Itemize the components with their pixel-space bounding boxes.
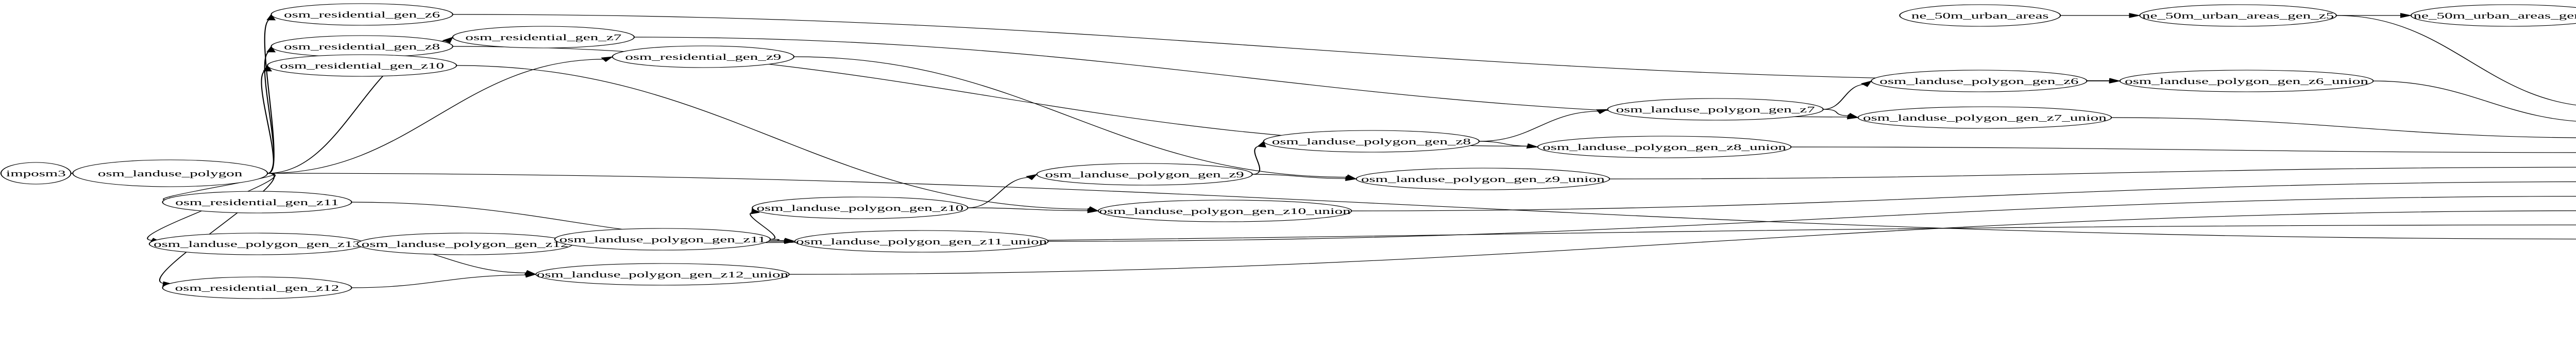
graph-edge (1351, 181, 2576, 211)
graph-edge (2373, 80, 2576, 122)
edge-arrowhead-icon (783, 238, 796, 243)
edge-arrowhead-icon (1860, 80, 1872, 87)
graph-edge (968, 207, 1090, 211)
graph-node-ne-50m-urban-areas-gen-z5[interactable]: ne_50m_urban_areas_gen_z5 (2139, 4, 2337, 27)
graph-node-osm-landuse-polygon[interactable]: osm_landuse_polygon (72, 159, 268, 187)
graph-node-osm-residential-gen-z12[interactable]: osm_residential_gen_z12 (162, 276, 352, 299)
edge-arrowhead-icon (1025, 174, 1038, 180)
graph-node-ne-50m-urban-areas[interactable]: ne_50m_urban_areas (1899, 4, 2061, 27)
edge-arrowhead-icon (266, 46, 276, 53)
graph-edge (1479, 141, 1530, 147)
graph-edge (1823, 84, 1866, 110)
graph-node-osm-landuse-polygon-gen-z10-union[interactable]: osm_landuse_polygon_gen_z10_union (1097, 200, 1352, 222)
graph-edge (2111, 117, 2576, 138)
graph-edge (2336, 15, 2576, 106)
graph-edge (1048, 195, 2576, 242)
graph-edge (1823, 109, 1851, 117)
graph-node-osm-landuse-polygon-gen-z9[interactable]: osm_landuse_polygon_gen_z9 (1036, 163, 1253, 186)
graph-node-osm-landuse-polygon-gen-z13[interactable]: osm_landuse_polygon_gen_z13 (148, 233, 366, 255)
graph-edge (789, 210, 2576, 275)
graph-edge (1252, 174, 1348, 179)
graph-edge (968, 177, 1031, 208)
graph-edge (793, 56, 1349, 178)
graph-node-osm-landuse-polygon-gen-z7-union[interactable]: osm_landuse_polygon_gen_z7_union (1857, 106, 2112, 129)
graph-edge (1479, 111, 1600, 142)
graph-node-osm-landuse-polygon-gen-z8[interactable]: osm_landuse_polygon_gen_z8 (1263, 130, 1480, 153)
graph-edge (1252, 145, 1262, 175)
graph-node-osm-landuse-polygon-gen-z6[interactable]: osm_landuse_polygon_gen_z6 (1871, 70, 2088, 92)
graph-edge (351, 274, 528, 288)
graph-node-osm-landuse-polygon-gen-z9-union[interactable]: osm_landuse_polygon_gen_z9_union (1355, 168, 1611, 190)
graph-node-osm-residential-gen-z6[interactable]: osm_residential_gen_z6 (270, 3, 453, 26)
edge-arrowhead-icon (1526, 143, 1539, 149)
graph-edge (261, 70, 274, 174)
graph-node-osm-residential-gen-z11[interactable]: osm_residential_gen_z11 (162, 191, 352, 213)
graph-edge (267, 59, 605, 174)
graph-edge (159, 173, 275, 284)
edge-arrowhead-icon (1257, 141, 1266, 148)
graph-edge (452, 14, 2112, 81)
graph-node-osm-landuse-polygon-gen-z11-union[interactable]: osm_landuse_polygon_gen_z11_union (794, 230, 1049, 253)
graph-node-osm-landuse-polygon-gen-z8-union[interactable]: osm_landuse_polygon_gen_z8_union (1537, 136, 1792, 158)
graph-node-osm-landuse-polygon-gen-z7[interactable]: osm_landuse_polygon_gen_z7 (1607, 98, 1824, 121)
edge-arrowhead-icon (524, 272, 537, 278)
edge-arrowhead-icon (2129, 13, 2141, 18)
edge-arrowhead-icon (1344, 174, 1358, 179)
graph-node-osm-landuse-polygon-gen-z6-union[interactable]: osm_landuse_polygon_gen_z6_union (2119, 70, 2374, 92)
graph-node-osm-residential-gen-z8[interactable]: osm_residential_gen_z8 (270, 35, 453, 58)
graph-edge (1609, 167, 2576, 179)
graph-node-ne-50m-urban-areas-gen-z4[interactable]: ne_50m_urban_areas_gen_z4 (2410, 4, 2576, 27)
edge-arrowhead-icon (601, 56, 614, 62)
graph-edge (1791, 146, 2576, 153)
graph-node-imposm3[interactable]: imposm3 (0, 162, 72, 185)
graph-edge (267, 173, 2576, 240)
edge-arrowhead-icon (266, 14, 276, 21)
edge-arrowhead-icon (1846, 114, 1859, 120)
graph-node-osm-landuse-polygon-gen-z12[interactable]: osm_landuse_polygon_gen_z12 (357, 233, 573, 255)
edge-arrowhead-icon (2400, 13, 2412, 18)
graph-node-osm-landuse-polygon-gen-z12-union[interactable]: osm_landuse_polygon_gen_z12_union (535, 263, 790, 286)
graph-node-osm-residential-gen-z7[interactable]: osm_residential_gen_z7 (452, 26, 635, 48)
graph-node-osm-residential-gen-z10[interactable]: osm_residential_gen_z10 (267, 54, 457, 77)
edge-arrowhead-icon (443, 37, 453, 44)
edge-arrowhead-icon (263, 65, 273, 72)
graph-node-osm-landuse-polygon-gen-z10[interactable]: osm_landuse_polygon_gen_z10 (752, 196, 969, 219)
edge-arrowhead-icon (2109, 78, 2121, 84)
edge-arrowhead-icon (1086, 206, 1099, 211)
graph-edge (456, 65, 1091, 210)
graph-edge (750, 212, 776, 240)
graph-node-osm-residential-gen-z9[interactable]: osm_residential_gen_z9 (612, 45, 794, 68)
graph-node-osm-landuse-polygon-gen-z11[interactable]: osm_landuse_polygon_gen_z11 (554, 228, 771, 251)
